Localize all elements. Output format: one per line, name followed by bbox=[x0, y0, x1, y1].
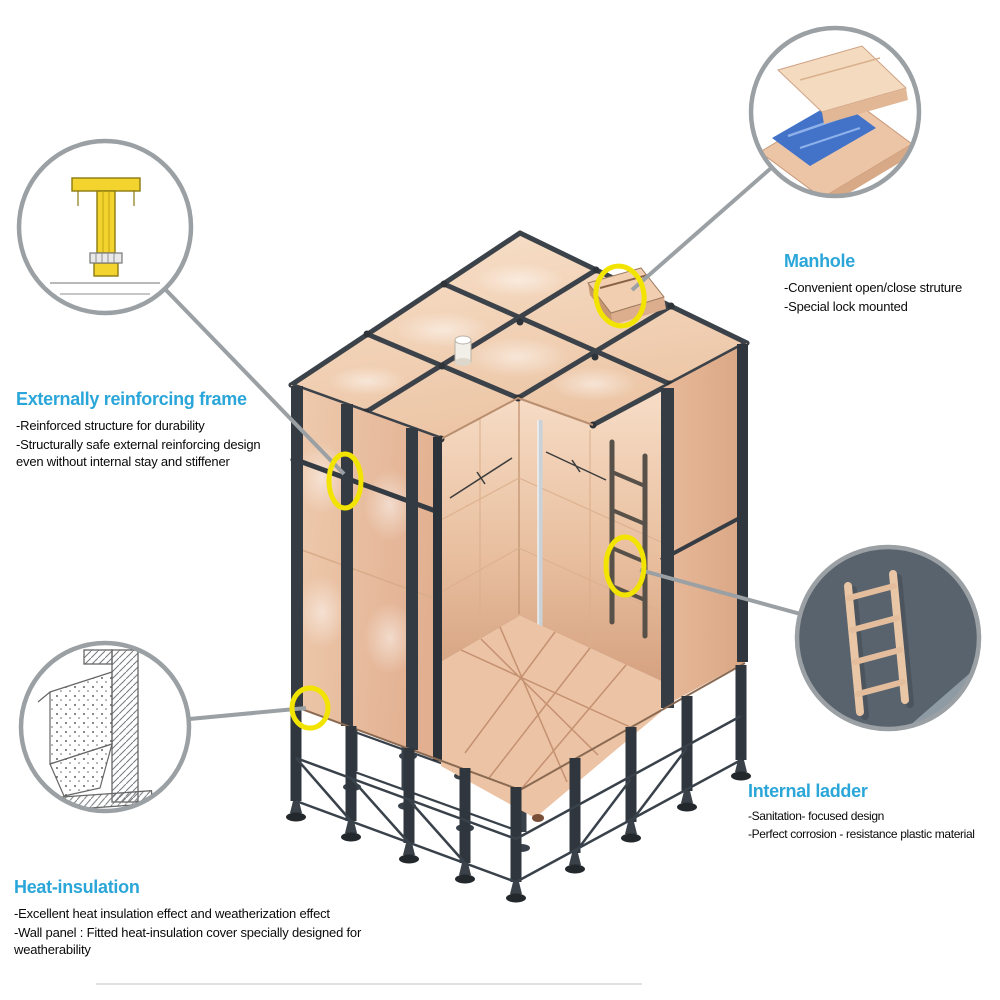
callout-heat-heading: Heat-insulation bbox=[14, 877, 140, 897]
water-tank-illustration bbox=[286, 230, 751, 903]
callout-frame-bullet-2: -Structurally safe external reinforcing … bbox=[16, 436, 261, 470]
ladder-highlight-ellipse bbox=[603, 534, 647, 598]
callout-manhole-bullet-1: -Convenient open/close struture bbox=[784, 279, 963, 295]
callout-heat-bullet-1: -Excellent heat insulation effect and we… bbox=[14, 905, 330, 921]
heat-highlight-ellipse bbox=[289, 685, 331, 731]
callout-manhole-bullet-2: -Special lock mounted bbox=[784, 298, 908, 314]
callout-ring-manhole bbox=[748, 25, 922, 199]
callout-circle-ladder bbox=[794, 544, 982, 732]
tank-floor bbox=[441, 616, 661, 822]
callout-frame-heading: Externally reinforcing frame bbox=[16, 389, 247, 409]
callout-ring-ladder bbox=[794, 544, 982, 732]
callout-ladder-bullet-1: -Sanitation- focused design bbox=[748, 808, 884, 823]
callout-circle-heat bbox=[18, 640, 192, 814]
callout-ladder-heading: Internal ladder bbox=[748, 781, 868, 801]
frame-highlight-ellipse bbox=[326, 451, 364, 511]
callout-heat-text: Heat-insulation -Excellent heat insulati… bbox=[14, 877, 382, 960]
callout-frame-bullet-1: -Reinforced structure for durability bbox=[16, 417, 205, 433]
t-bracket-drawing-icon bbox=[50, 177, 160, 295]
leg-cross-braces bbox=[295, 714, 742, 884]
wall-vertical-posts bbox=[291, 386, 442, 761]
floor-drain bbox=[532, 814, 544, 822]
callout-ladder-bullet-2: -Perfect corrosion - resistance plastic … bbox=[748, 826, 975, 841]
callout-heat-bullet-2: -Wall panel : Fitted heat-insulation cov… bbox=[14, 924, 362, 958]
callout-manhole-text: Manhole -Convenient open/close struture … bbox=[784, 251, 996, 317]
tank-right-wall bbox=[660, 343, 748, 708]
leg-feet bbox=[290, 760, 747, 894]
internal-stay-rods bbox=[449, 451, 607, 499]
callout-ladder-text: Internal ladder -Sanitation- focused des… bbox=[748, 781, 998, 844]
callout-frame-text: Externally reinforcing frame -Reinforced… bbox=[16, 389, 272, 472]
callout-circle-manhole bbox=[748, 25, 922, 199]
tank-legs bbox=[286, 665, 751, 903]
manhole-highlight-ellipse bbox=[593, 263, 647, 329]
callout-circle-frame bbox=[16, 138, 194, 316]
callout-manhole-heading: Manhole bbox=[784, 251, 855, 271]
internal-ladder-photo-icon bbox=[797, 547, 979, 729]
roof-vent bbox=[454, 335, 472, 366]
